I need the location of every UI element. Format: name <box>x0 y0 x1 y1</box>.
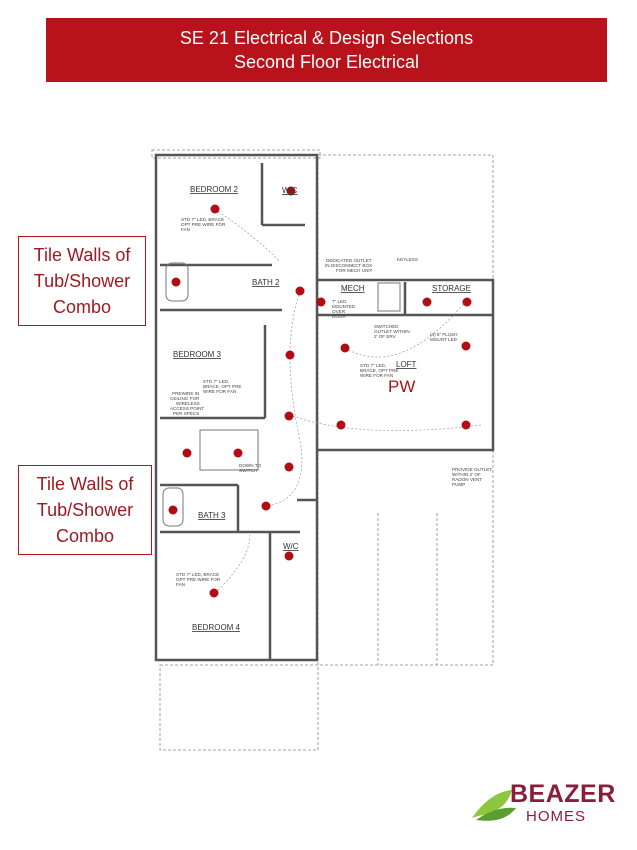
fixture-dot <box>284 411 294 421</box>
room-loft: LOFT <box>396 360 417 369</box>
room-bedroom-4: BEDROOM 4 <box>192 623 241 632</box>
fixture-dot <box>461 420 471 430</box>
svg-text:STD 7" LED,: STD 7" LED, <box>203 379 229 384</box>
svg-text:OPT PRE WIRE FOR: OPT PRE WIRE FOR <box>181 222 226 227</box>
room-bath-3: BATH 3 <box>198 511 226 520</box>
wall-left-block <box>154 153 319 662</box>
svg-text:DOOR: DOOR <box>332 314 346 319</box>
svg-text:OVER: OVER <box>332 309 346 314</box>
svg-text:PROVIDE OUTLET: PROVIDE OUTLET <box>452 467 492 472</box>
note-mech-outlet: DEDICATED OUTLET IN DISCONNECT BOX FOR M… <box>325 258 373 273</box>
svg-text:STD 7" LED,: STD 7" LED, <box>360 363 386 368</box>
title-line-1: SE 21 Electrical & Design Selections <box>179 28 474 48</box>
svg-text:IN DISCONNECT BOX: IN DISCONNECT BOX <box>325 263 372 268</box>
svg-text:STD 7" LED, BRACE: STD 7" LED, BRACE <box>176 572 219 577</box>
fixture-dot <box>182 448 192 458</box>
svg-text:DOWN TO: DOWN TO <box>239 463 261 468</box>
svg-text:DEDICATED OUTLET: DEDICATED OUTLET <box>326 258 372 263</box>
tub-bath3 <box>162 487 184 527</box>
note-keyless: KEYLESS <box>397 257 418 262</box>
svg-text:MOUNT LED: MOUNT LED <box>430 337 458 342</box>
svg-text:OUTLET WITHIN: OUTLET WITHIN <box>374 329 410 334</box>
fixture-dot <box>284 551 294 561</box>
svg-text:RADON VENT: RADON VENT <box>452 477 482 482</box>
note-down-to-switch: DOWN TO SWITCH <box>239 463 261 473</box>
note-radon: PROVIDE OUTLET WITHIN 2' OF RADON VENT P… <box>452 467 492 487</box>
fixture-dot <box>295 286 305 296</box>
svg-text:SWITCHED: SWITCHED <box>374 324 399 329</box>
fixture-dot <box>286 186 296 196</box>
note-switched: SWITCHED OUTLET WITHIN 2' OF ERV <box>374 324 410 339</box>
fixture-dot <box>233 448 243 458</box>
fixture-dot <box>462 297 472 307</box>
fixture-dot <box>284 462 294 472</box>
svg-text:CEILING FOR: CEILING FOR <box>170 396 200 401</box>
fixture-dot <box>210 204 220 214</box>
note-bed2: STD 7" LED, BRACE OPT PRE WIRE FOR FAN <box>181 217 226 232</box>
svg-text:2' OF ERV: 2' OF ERV <box>374 334 397 339</box>
room-wic-2: W/C <box>283 542 299 551</box>
svg-text:PREWIRE IN: PREWIRE IN <box>172 391 199 396</box>
beazer-homes-logo: BEAZER HOMES <box>468 780 616 830</box>
logo-sub: HOMES <box>526 808 587 825</box>
tub-bath2 <box>165 262 189 302</box>
svg-text:ACCESS POINT: ACCESS POINT <box>170 406 204 411</box>
svg-text:WIRELESS: WIRELESS <box>176 401 200 406</box>
tile-walls-callout-2: Tile Walls of Tub/Shower Combo <box>18 465 152 555</box>
svg-text:BRACE, OPT PRE: BRACE, OPT PRE <box>360 368 398 373</box>
fixture-dot <box>261 501 271 511</box>
svg-text:PUMP: PUMP <box>452 482 465 487</box>
note-bed3-led: STD 7" LED, BRACE, OPT PRE WIRE FOR FAN <box>203 379 241 394</box>
svg-text:WIRE FOR FAN: WIRE FOR FAN <box>203 389 236 394</box>
svg-text:FOR MECH UNIT: FOR MECH UNIT <box>336 268 373 273</box>
outline-right <box>317 154 494 666</box>
fixture-dot <box>209 588 219 598</box>
fixture-dot <box>168 505 178 515</box>
svg-text:7" LED: 7" LED <box>332 299 347 304</box>
note-flush: (4) 5" FLUSH MOUNT LED <box>430 332 458 342</box>
fixture-dot <box>285 350 295 360</box>
light-fixtures <box>168 186 472 598</box>
svg-text:FAN: FAN <box>176 582 185 587</box>
room-bedroom-2: BEDROOM 2 <box>190 185 239 194</box>
svg-text:(4) 5" FLUSH: (4) 5" FLUSH <box>430 332 457 337</box>
room-bedroom-3: BEDROOM 3 <box>173 350 222 359</box>
note-prewire: PREWIRE IN CEILING FOR WIRELESS ACCESS P… <box>170 391 204 416</box>
note-loft-led: STD 7" LED, BRACE, OPT PRE WIRE FOR FAN <box>360 363 398 378</box>
svg-text:SWITCH: SWITCH <box>239 468 257 473</box>
svg-text:OPT PRE WIRE FOR: OPT PRE WIRE FOR <box>176 577 221 582</box>
svg-text:PER SPECS: PER SPECS <box>173 411 199 416</box>
pw-label: PW <box>388 377 415 396</box>
note-mech-led: 7" LED MOUNTED OVER DOOR <box>332 299 356 319</box>
room-mech: MECH <box>341 284 365 293</box>
fixture-dot <box>336 420 346 430</box>
svg-text:FAN: FAN <box>181 227 190 232</box>
title-line-2: Second Floor Electrical <box>233 52 420 72</box>
svg-text:MOUNTED: MOUNTED <box>332 304 356 309</box>
room-wc-1: W/C <box>282 186 298 195</box>
fixture-dot <box>340 343 350 353</box>
fixture-dot <box>171 277 181 287</box>
title-banner: SE 21 Electrical & Design Selections Sec… <box>46 18 607 82</box>
svg-text:STD 7" LED, BRACE: STD 7" LED, BRACE <box>181 217 224 222</box>
fixture-dot <box>316 297 326 307</box>
svg-text:WIRE FOR FAN: WIRE FOR FAN <box>360 373 393 378</box>
svg-text:BRACE, OPT PRE: BRACE, OPT PRE <box>203 384 241 389</box>
room-bath-2: BATH 2 <box>252 278 280 287</box>
beazer-leaf-icon <box>472 790 516 821</box>
fixture-dot <box>422 297 432 307</box>
logo-brand: BEAZER <box>510 780 616 808</box>
note-bed4-led: STD 7" LED, BRACE OPT PRE WIRE FOR FAN <box>176 572 221 587</box>
room-storage: STORAGE <box>432 284 471 293</box>
tile-walls-callout-1: Tile Walls of Tub/Shower Combo <box>18 236 146 326</box>
outline-bottom <box>159 664 319 751</box>
fixture-dot <box>461 341 471 351</box>
svg-text:WITHIN 2' OF: WITHIN 2' OF <box>452 472 481 477</box>
